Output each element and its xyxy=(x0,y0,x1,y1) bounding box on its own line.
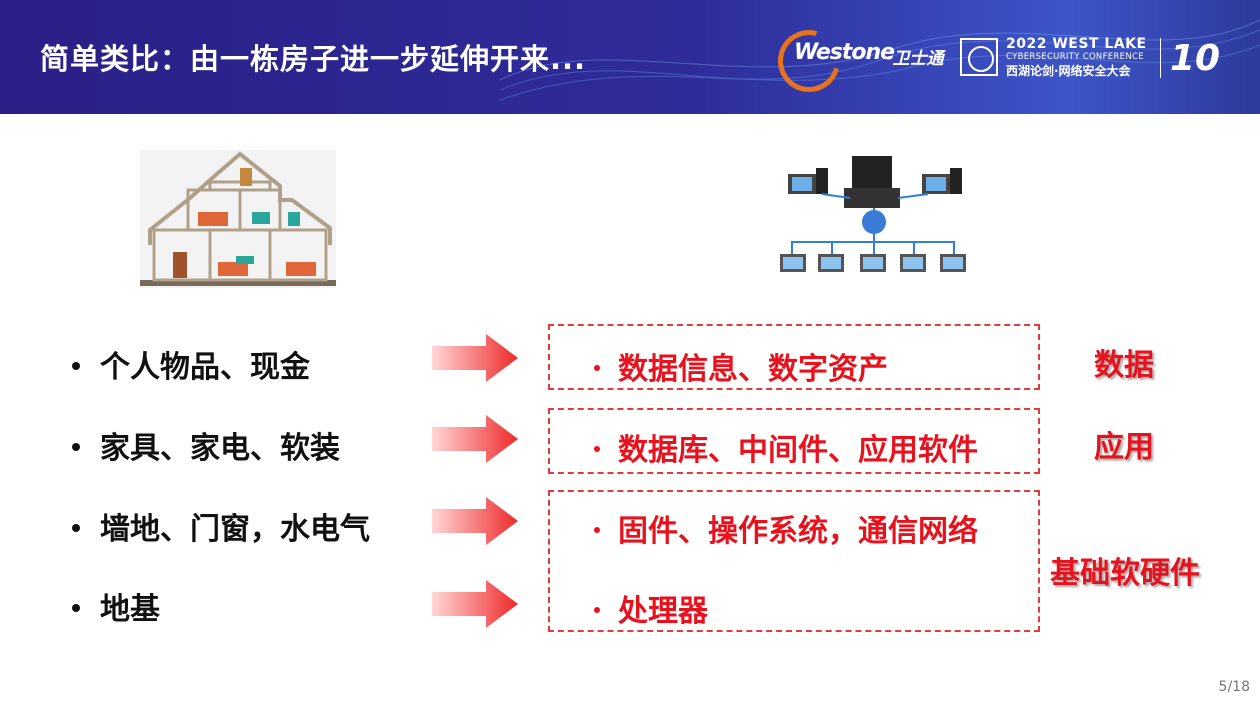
left-item-furniture: 家具、家电、软装 xyxy=(72,423,340,467)
right-arrow-icon xyxy=(432,334,518,382)
house-icon xyxy=(140,150,336,288)
conference-cn-name: 西湖论剑·网络安全大会 xyxy=(1006,64,1131,78)
left-item-foundation: 地基 xyxy=(72,584,160,628)
application-group-box xyxy=(548,408,1040,474)
infrastructure-group-box xyxy=(548,490,1040,632)
right-item-processor: 处理器 xyxy=(594,586,708,630)
bullet-dot xyxy=(72,523,80,532)
category-data: 数据 xyxy=(1094,348,1154,383)
bullet-dot xyxy=(72,442,80,451)
westone-logo-text: Westone xyxy=(794,40,895,65)
conference-name: 2022 WEST LAKE xyxy=(1006,36,1147,52)
category-infrastructure: 基础软硬件 xyxy=(1050,556,1200,591)
anniversary-10-icon: 10 xyxy=(1170,38,1220,78)
data-group-box xyxy=(548,324,1040,390)
bullet-dot xyxy=(594,606,600,613)
westone-logo: Westone ·卫士通 xyxy=(766,18,948,104)
slide-title: 简单类比：由一栋房子进一步延伸开来... xyxy=(40,42,587,76)
right-item-os-network: 固件、操作系统，通信网络 xyxy=(594,506,978,550)
conference-subtitle: CYBERSECURITY CONFERENCE xyxy=(1006,52,1144,62)
left-item-personal-items: 个人物品、现金 xyxy=(72,342,310,386)
network-icon xyxy=(780,156,966,272)
right-arrow-icon xyxy=(432,415,518,463)
westone-logo-cn: ·卫士通 xyxy=(886,49,944,69)
wave-pattern xyxy=(500,19,1260,101)
bullet-dot xyxy=(594,526,600,533)
right-arrow-icon xyxy=(432,497,518,545)
bullet-dot xyxy=(72,361,80,370)
bullet-dot xyxy=(594,445,600,452)
logo-divider xyxy=(1160,38,1161,78)
conference-seal-icon xyxy=(960,38,998,76)
right-item-software: 数据库、中间件、应用软件 xyxy=(594,425,978,469)
page-number: 5/18 xyxy=(1218,679,1250,695)
category-application: 应用 xyxy=(1094,430,1154,465)
header-banner: 简单类比：由一栋房子进一步延伸开来... Westone ·卫士通 2022 W… xyxy=(0,0,1260,114)
bullet-dot xyxy=(72,603,80,612)
right-item-data: 数据信息、数字资产 xyxy=(594,344,888,388)
right-arrow-icon xyxy=(432,580,518,628)
bullet-dot xyxy=(594,364,600,371)
left-item-walls: 墙地、门窗，水电气 xyxy=(72,504,370,548)
svg-text:10: 10 xyxy=(1170,38,1220,78)
